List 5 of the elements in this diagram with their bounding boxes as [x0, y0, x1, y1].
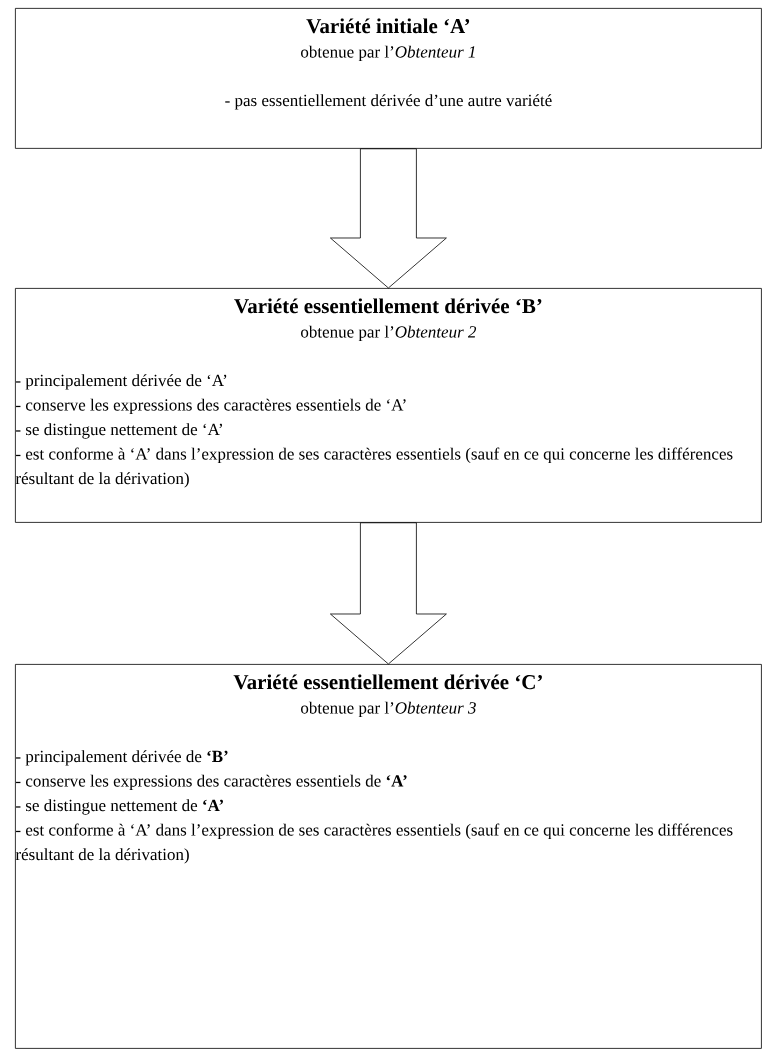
- text-box: Variété essentiellement dérivée ‘B’ obtenue par l’Obtenteur 2 - principalement dérivée de ‘A’ - conserve les expressions des caractères essentiels de ‘A’ - se distingue nettement de ‘A’ - est conforme à ‘A’ dans l’expression de ses caractères essentiels (sauf en ce qui concerne les différences résultant de la dérivation): [15, 288, 762, 523]
- block-arrow: [330, 522, 447, 665]
- block-arrow: [330, 148, 447, 289]
- text-box: Variété initiale ‘A’ obtenue par l’Obtenteur 1 - pas essentiellement dérivée d’une autre variété: [15, 8, 762, 149]
- text-box: Variété essentiellement dérivée ‘C’ obtenue par l’Obtenteur 3 - principalement dérivée de ‘B’ - conserve les expressions des caractères essentiels de ‘A’ - se distingue nettement de ‘A’ - est conforme à ‘A’ dans l’expression de ses caractères essentiels (sauf en ce qui concerne les différences résultant de la dérivation): [15, 664, 762, 1049]
